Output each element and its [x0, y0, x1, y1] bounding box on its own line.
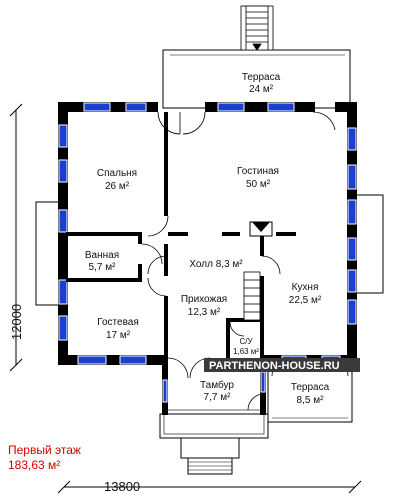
room-name-hall: Холл 8,3 м²	[189, 259, 243, 270]
windows	[58, 102, 357, 403]
room-name-bath: Ванная	[85, 250, 119, 261]
top-terrace	[162, 5, 351, 109]
floor-area: 183,63 м²	[8, 458, 61, 472]
room-area-kitchen: 22,5 м²	[289, 295, 322, 306]
room-name-guest: Гостевая	[97, 317, 139, 328]
room-name-wc: С/У	[239, 337, 253, 346]
fireplace	[249, 221, 273, 237]
room-area-terrace-right: 8,5 м²	[297, 395, 325, 406]
top-stair	[240, 5, 274, 51]
room-area-bath: 5,7 м²	[89, 262, 117, 273]
floor-caption: Первый этаж 183,63 м²	[8, 443, 81, 473]
room-area-wc: 1,63 м²	[233, 347, 259, 356]
room-name-living: Гостиная	[237, 166, 279, 177]
width-dimension: 13800	[104, 479, 140, 494]
dimension-lines	[9, 103, 362, 494]
right-bay	[355, 194, 384, 294]
room-name-entry: Прихожая	[181, 294, 227, 305]
room-area-guest: 17 м²	[106, 330, 131, 341]
room-area-terrace-top: 24 м²	[249, 84, 274, 95]
room-name-vestibule: Тамбур	[200, 379, 234, 391]
height-dimension: 12000	[9, 304, 24, 340]
left-bay	[35, 201, 58, 306]
room-area-entry: 12,3 м²	[188, 307, 221, 318]
room-area-vestibule: 7,7 м²	[204, 392, 232, 403]
room-area-bedroom: 26 м²	[105, 181, 130, 192]
bottom-porch	[159, 409, 269, 475]
room-name-terrace-top: Терраса	[242, 72, 281, 83]
svg-text:PARTHENON-HOUSE.RU: PARTHENON-HOUSE.RU	[209, 360, 340, 372]
interior-stair	[243, 271, 261, 321]
interior-walls	[66, 112, 296, 358]
room-area-living: 50 м²	[246, 179, 271, 190]
room-name-terrace-right: Терраса	[291, 382, 330, 393]
floor-name: Первый этаж	[8, 443, 81, 457]
room-name-bedroom: Спальня	[97, 168, 137, 179]
watermark: PARTHENON-HOUSE.RU	[204, 358, 360, 372]
room-name-kitchen: Кухня	[292, 282, 319, 293]
